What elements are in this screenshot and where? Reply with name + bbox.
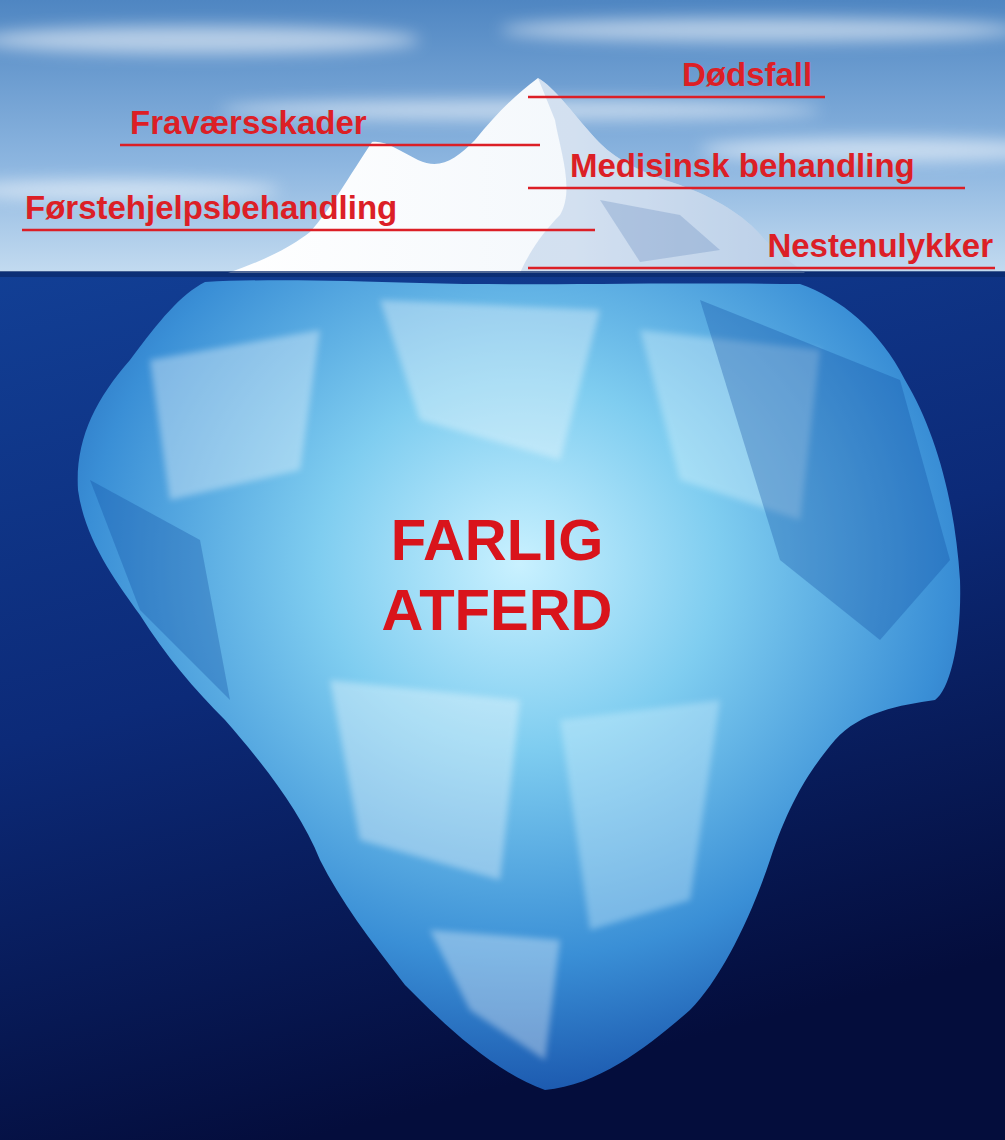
water-line [0, 271, 1005, 277]
level-label: Medisinsk behandling [570, 147, 915, 185]
leader-line [22, 229, 595, 232]
leader-line [528, 267, 995, 270]
ice-shadow [700, 300, 950, 640]
ice-shadows [90, 300, 950, 700]
cloud [500, 18, 1005, 42]
ice-shadow [90, 480, 230, 700]
level-label: Nestenulykker [767, 227, 993, 265]
level-label: Førstehjelpsbehandling [25, 189, 397, 227]
underwater-iceberg [78, 280, 961, 1090]
cloud [0, 26, 420, 54]
level-label: Dødsfall [682, 56, 812, 94]
ice-facet [380, 300, 600, 460]
leader-line [528, 187, 965, 190]
leader-line [528, 96, 825, 99]
sea [0, 272, 1005, 1140]
ice-facet [150, 330, 320, 500]
leader-lines [22, 97, 995, 268]
ice-facet [330, 680, 520, 880]
base-label: FARLIG ATFERD [332, 505, 662, 644]
leader-line [120, 144, 540, 147]
ice-facets [150, 300, 820, 1060]
level-label: Fraværsskader [130, 104, 367, 142]
iceberg-shade [600, 200, 720, 262]
ice-facet [430, 930, 560, 1060]
ice-facet [560, 700, 720, 930]
